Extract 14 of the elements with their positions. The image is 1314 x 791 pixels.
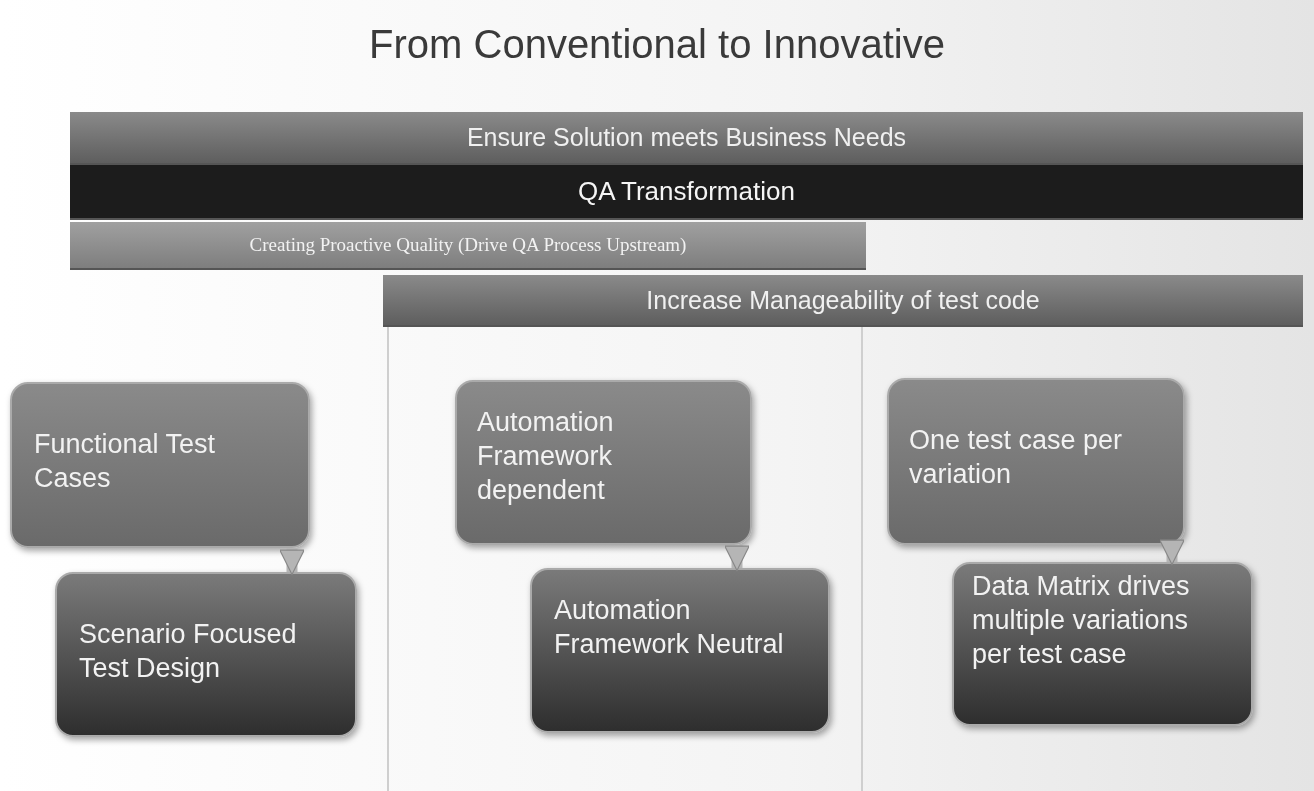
- arrow: [1159, 539, 1185, 566]
- rounded-box: Automation Framework Neutral: [530, 568, 830, 733]
- rounded-box: Scenario Focused Test Design: [55, 572, 357, 737]
- rounded-box: Functional Test Cases: [10, 382, 310, 548]
- title: From Conventional to Innovative: [368, 22, 946, 67]
- arrow: [279, 548, 305, 576]
- rounded-box: Data Matrix drives multiple variations per test case: [952, 562, 1253, 726]
- banner-bar: Ensure Solution meets Business Needs: [70, 112, 1303, 165]
- banner-bar: Increase Manageability of test code: [383, 275, 1303, 327]
- banner-bar: Creating Proactive Quality (Drive QA Process Upstream): [70, 222, 866, 270]
- arrow: [724, 545, 750, 572]
- banner-bar: QA Transformation: [70, 165, 1303, 220]
- rounded-box: One test case per variation: [887, 378, 1185, 545]
- rounded-box: Automation Framework dependent: [455, 380, 752, 545]
